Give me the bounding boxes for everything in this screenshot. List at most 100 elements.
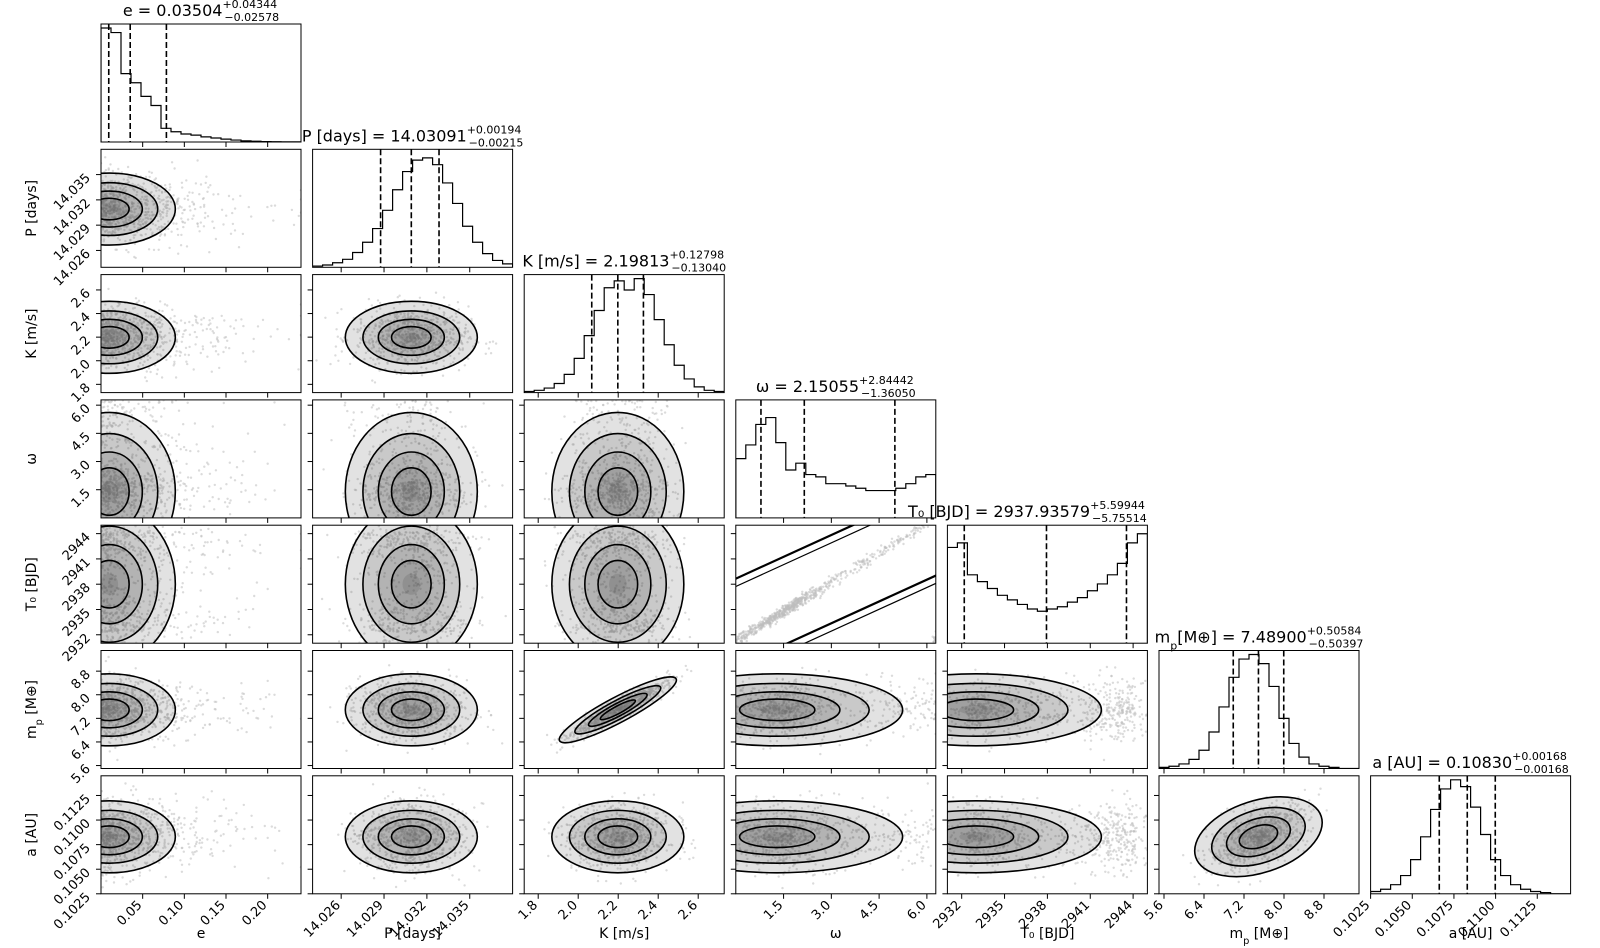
y-axis-label-K: K [m/s] — [24, 308, 40, 358]
contour-level-1 — [947, 809, 1069, 864]
panel-plot-area — [735, 782, 936, 890]
ticks — [1370, 893, 1538, 899]
panel-plot-area — [101, 525, 301, 644]
x-tick-label-omega-2: 4.5 — [857, 898, 882, 923]
ticks — [96, 670, 269, 774]
ticks — [96, 533, 269, 649]
panel-title-T0: T₀ [BJD] = 2937.93579+5.59944−5.75514 — [907, 499, 1147, 525]
panel-plot-area — [315, 291, 498, 384]
contour-level-3 — [738, 698, 816, 722]
y-tick-label-omega-0: 1.5 — [69, 486, 94, 511]
contour-line — [785, 574, 936, 644]
panel-plot-area — [101, 24, 301, 142]
panel-frame — [312, 775, 514, 895]
y-tick-label-T0-4: 2944 — [60, 530, 94, 564]
panel-frame — [100, 650, 302, 769]
density-contours — [101, 411, 177, 518]
panel-frame — [1158, 775, 1360, 895]
panel-plot-area — [101, 782, 301, 889]
y-tick-label-K-3: 2.4 — [69, 310, 94, 335]
contour-level-2 — [377, 451, 446, 518]
ticks — [96, 174, 269, 273]
y-axis-label-omega: ω — [24, 453, 40, 465]
panel-plot-area — [543, 525, 692, 644]
contour-level-4 — [610, 705, 626, 715]
panel-frame — [523, 775, 725, 895]
x-tick-label-K-0: 1.8 — [516, 898, 541, 923]
panel-frame — [946, 524, 1148, 644]
panel-plot-area — [947, 525, 1148, 644]
panel-frame — [312, 399, 514, 519]
contour-level-4 — [101, 573, 119, 595]
y-tick-label-T0-0: 2932 — [60, 631, 94, 665]
contour-level-0 — [101, 172, 177, 246]
density-contours — [947, 673, 1103, 747]
panel-plot-area — [543, 399, 687, 518]
panel-title-K: K [m/s] = 2.19813+0.12798−0.13040 — [522, 249, 726, 275]
density-contours — [947, 799, 1103, 874]
contour-level-0 — [1193, 796, 1323, 878]
density-contours — [101, 525, 177, 644]
panel-frame — [100, 148, 302, 268]
y-axis-label-P: P [days] — [24, 180, 40, 237]
x-tick-label-e-0: 0.05 — [114, 898, 145, 929]
contour-level-2 — [587, 692, 648, 728]
contour-level-4 — [1249, 831, 1267, 843]
contour-level-4 — [402, 573, 421, 595]
contour-level-4 — [609, 831, 627, 842]
contour-level-2 — [101, 318, 144, 357]
contour-level-3 — [599, 699, 637, 721]
y-axis-label-mp: mp [M⊕] — [24, 680, 45, 739]
panel-frame — [523, 274, 725, 394]
x-tick-label-P-1: 14.029 — [344, 898, 387, 941]
ticks — [307, 289, 471, 398]
density-contours — [735, 799, 904, 874]
contour-level-4 — [609, 481, 627, 503]
contour-level-1 — [568, 809, 668, 864]
panel-frame — [100, 274, 302, 394]
scatter-points — [735, 782, 936, 890]
contour-level-2 — [735, 691, 841, 729]
contour-level-1 — [735, 682, 870, 738]
ticks — [519, 404, 699, 523]
contour-level-4 — [101, 481, 119, 503]
panel-plot-area — [947, 665, 1148, 762]
x-tick-label-a-0: 0.1025 — [1331, 898, 1374, 941]
contour-level-2 — [377, 691, 446, 729]
contour-level-1 — [362, 682, 461, 738]
x-axis-label-a: a [AU] — [1449, 926, 1493, 942]
scatter-points — [735, 525, 936, 644]
contour-level-4 — [402, 831, 421, 842]
contour-level-3 — [390, 698, 432, 722]
panel-title-omega: ω = 2.15055+2.84442−1.36050 — [756, 374, 916, 400]
contour-level-1 — [362, 310, 461, 365]
contour-level-3 — [390, 825, 432, 849]
ticks — [96, 794, 269, 899]
ticks — [519, 794, 699, 899]
y-axis-label-a: a [AU] — [24, 813, 40, 857]
panel-mp-vs-P — [307, 650, 514, 774]
ticks — [1163, 768, 1325, 774]
y-tick-label-T0-1: 2935 — [60, 606, 94, 640]
panel-mp-vs-T0 — [942, 650, 1148, 774]
density-contours — [735, 673, 904, 747]
x-tick-label-omega-1: 3.0 — [809, 898, 834, 923]
panel-plot-area — [1370, 775, 1571, 894]
panel-plot-area — [101, 287, 301, 383]
x-tick-label-mp-4: 8.8 — [1302, 898, 1327, 923]
density-contours — [344, 525, 479, 644]
contour-level-1 — [574, 684, 662, 735]
y-axis-label-T0: T₀ [BJD] — [24, 557, 40, 612]
scatter-points — [101, 399, 286, 518]
x-axis-label-T0: T₀ [BJD] — [1019, 926, 1074, 942]
ticks — [340, 267, 471, 273]
panel-plot-area — [329, 664, 504, 754]
contour-level-0 — [344, 300, 479, 375]
panel-mp-vs-e: 5.66.47.28.08.8 — [69, 650, 302, 787]
contour-level-0 — [551, 525, 685, 644]
contour-level-4 — [760, 705, 794, 715]
panel-plot-area — [101, 655, 301, 762]
density-contours — [344, 300, 479, 375]
density-contours — [101, 172, 177, 246]
